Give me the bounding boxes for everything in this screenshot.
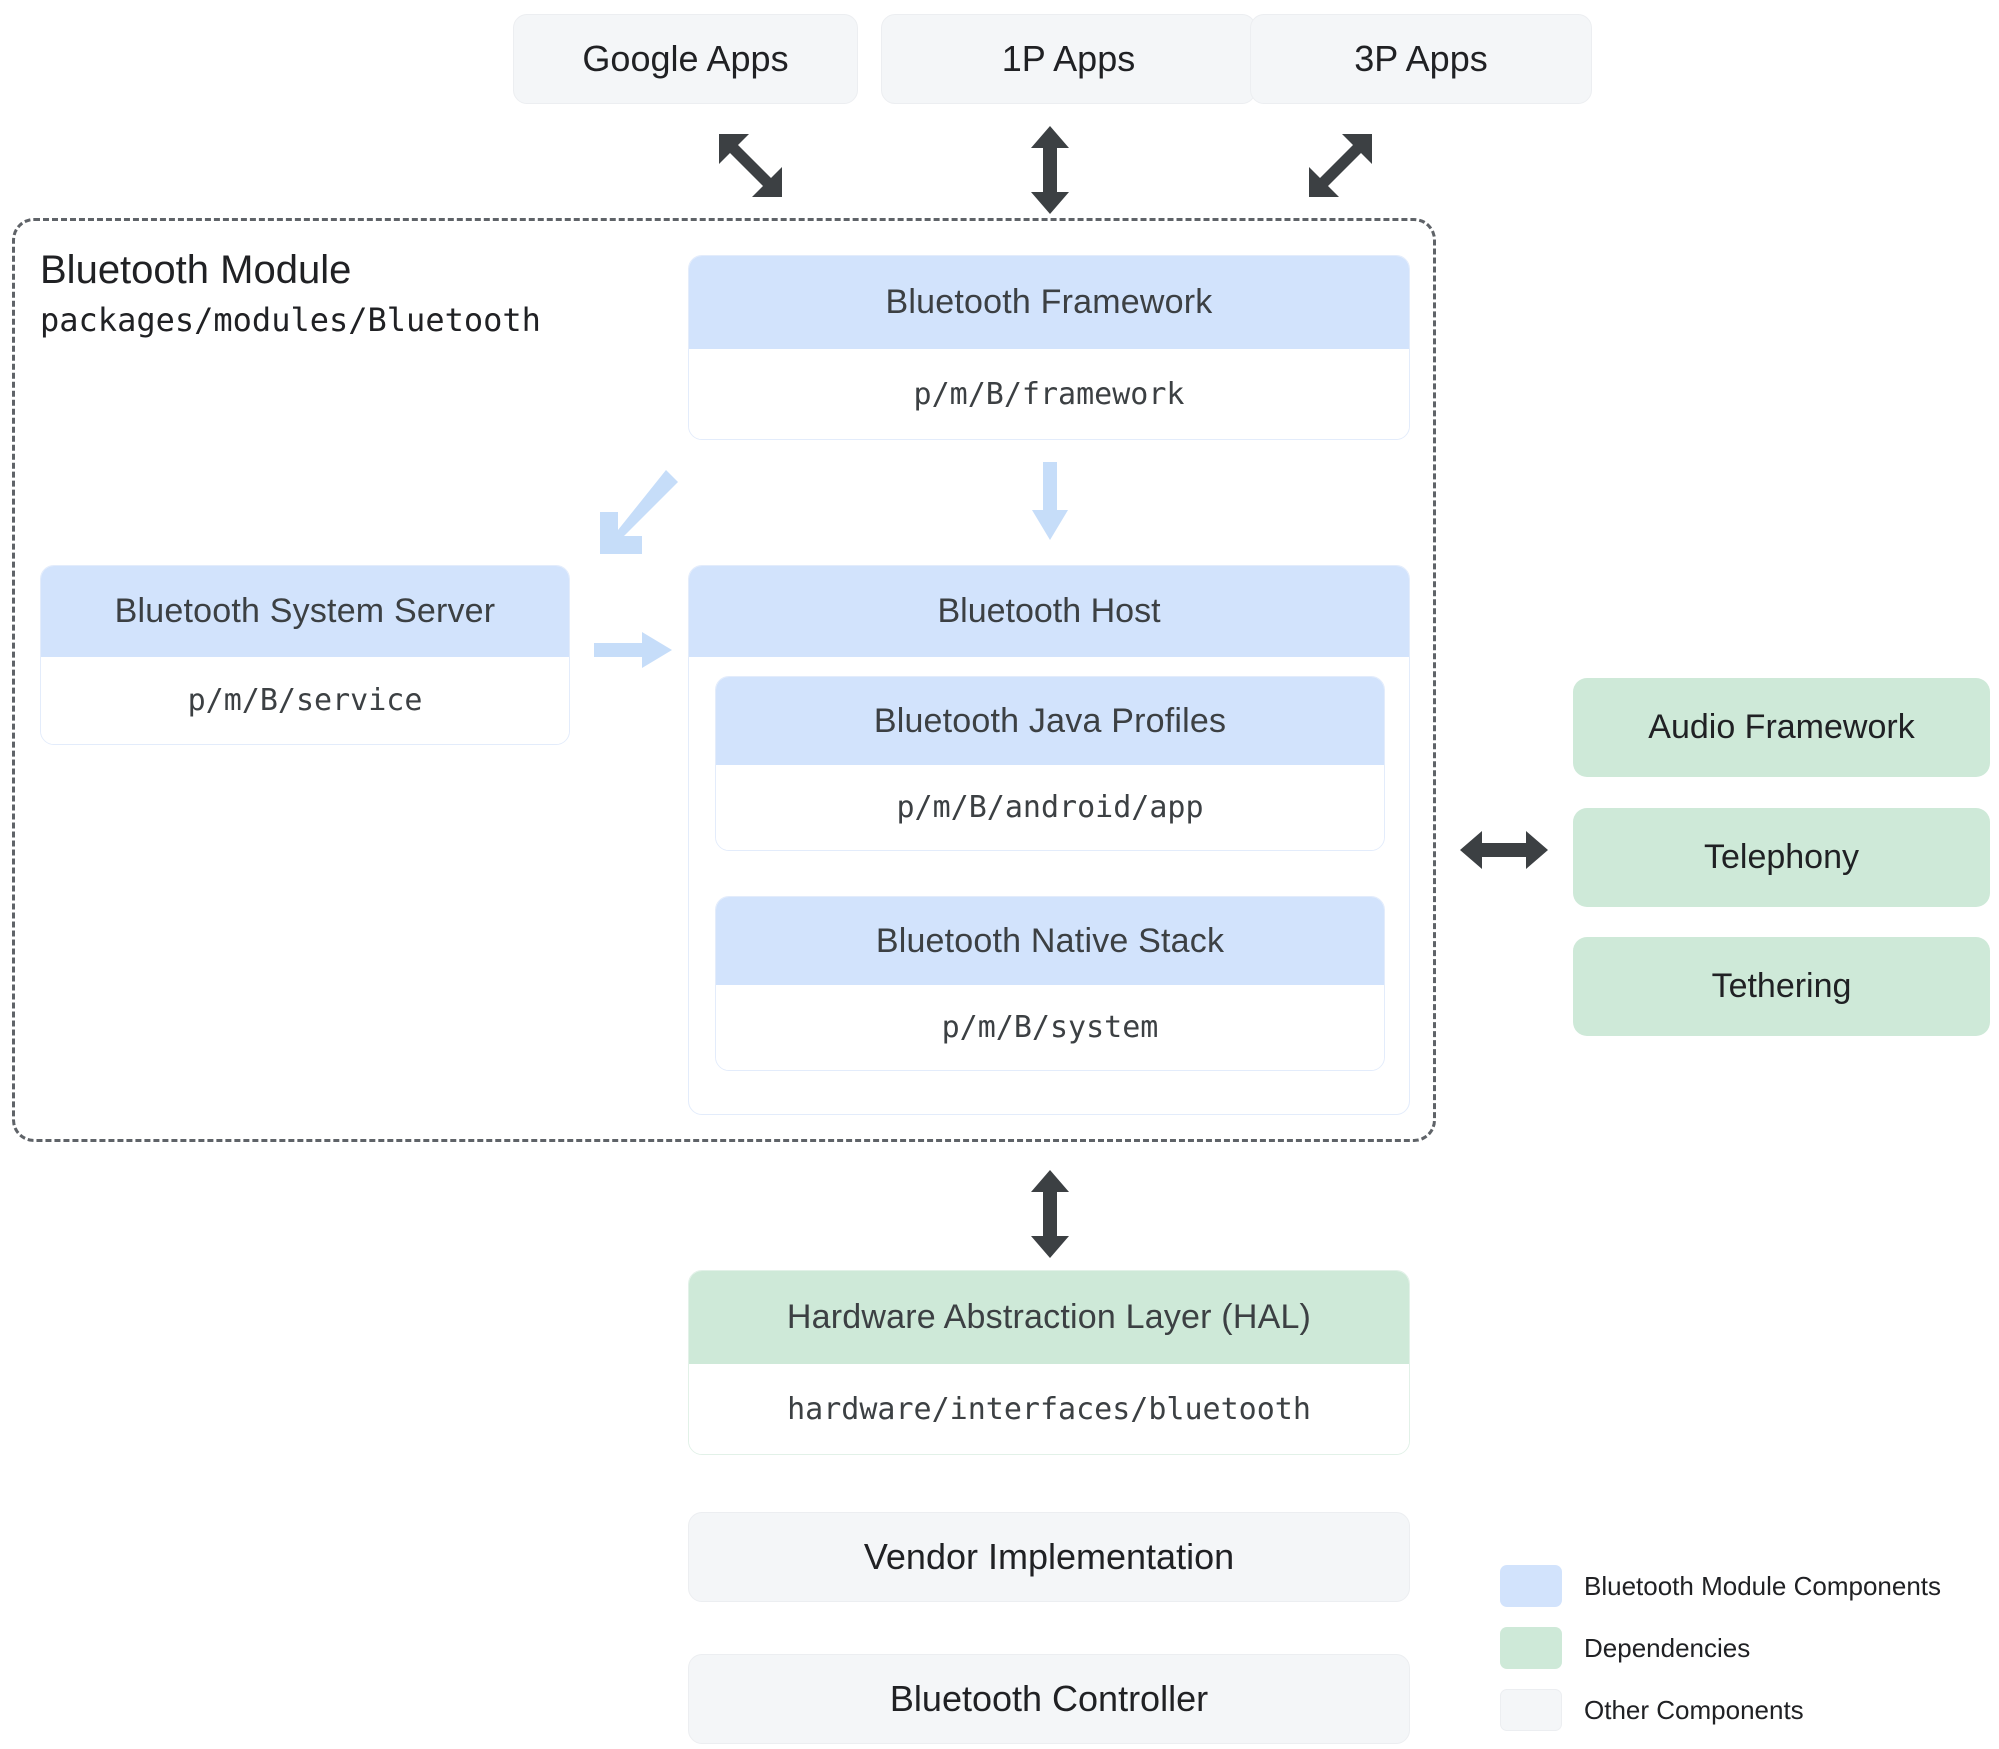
- legend: Bluetooth Module Components Dependencies…: [1500, 1565, 1941, 1731]
- app-box-3p-apps[interactable]: 3P Apps: [1250, 14, 1592, 104]
- module-title: Bluetooth Module: [40, 248, 352, 292]
- hal-title: Hardware Abstraction Layer (HAL): [689, 1271, 1409, 1364]
- app-box-1p-apps[interactable]: 1P Apps: [881, 14, 1256, 104]
- framework-to-system-server-arrow-icon: [600, 470, 678, 554]
- legend-swatch-blue: [1500, 1565, 1562, 1607]
- hal-path: hardware/interfaces/bluetooth: [689, 1364, 1409, 1454]
- dependency-box-audio-framework[interactable]: Audio Framework: [1573, 678, 1990, 777]
- dependency-label: Tethering: [1711, 967, 1852, 1005]
- bluetooth-java-profiles-card[interactable]: Bluetooth Java Profiles p/m/B/android/ap…: [715, 676, 1385, 851]
- bluetooth-framework-path: p/m/B/framework: [689, 349, 1409, 439]
- bluetooth-module-container: [12, 218, 1436, 1142]
- framework-to-host-arrow-icon: [1032, 462, 1068, 540]
- vendor-implementation-box[interactable]: Vendor Implementation: [688, 1512, 1410, 1602]
- bottom-box-label: Vendor Implementation: [863, 1536, 1235, 1577]
- bluetooth-host-title: Bluetooth Host: [689, 566, 1409, 657]
- module-title-group: Bluetooth Module packages/modules/Blueto…: [40, 248, 541, 339]
- bluetooth-framework-card[interactable]: Bluetooth Framework p/m/B/framework: [688, 255, 1410, 440]
- legend-swatch-green: [1500, 1627, 1562, 1669]
- google-apps-arrow-icon: [719, 134, 782, 197]
- bluetooth-java-profiles-path: p/m/B/android/app: [716, 765, 1384, 850]
- legend-swatch-grey: [1500, 1689, 1562, 1731]
- 3p-apps-arrow-icon: [1309, 134, 1372, 197]
- bluetooth-framework-title: Bluetooth Framework: [689, 256, 1409, 349]
- hal-card[interactable]: Hardware Abstraction Layer (HAL) hardwar…: [688, 1270, 1410, 1455]
- host-to-dependencies-arrow-icon: [1460, 831, 1548, 869]
- app-box-google-apps[interactable]: Google Apps: [513, 14, 858, 104]
- bottom-box-label: Bluetooth Controller: [889, 1678, 1209, 1719]
- 1p-apps-arrow-icon: [1031, 126, 1069, 214]
- bluetooth-native-stack-title: Bluetooth Native Stack: [716, 897, 1384, 985]
- bluetooth-native-stack-path: p/m/B/system: [716, 985, 1384, 1070]
- system-server-to-host-arrow-icon: [594, 632, 672, 668]
- bluetooth-java-profiles-title: Bluetooth Java Profiles: [716, 677, 1384, 765]
- legend-item-module-components: Bluetooth Module Components: [1500, 1565, 1941, 1607]
- legend-item-dependencies: Dependencies: [1500, 1627, 1941, 1669]
- bluetooth-system-server-card[interactable]: Bluetooth System Server p/m/B/service: [40, 565, 570, 745]
- bluetooth-native-stack-card[interactable]: Bluetooth Native Stack p/m/B/system: [715, 896, 1385, 1071]
- dependency-box-telephony[interactable]: Telephony: [1573, 808, 1990, 907]
- module-to-hal-arrow-icon: [1031, 1170, 1069, 1258]
- legend-label: Other Components: [1584, 1694, 1804, 1725]
- app-box-label: Google Apps: [582, 38, 789, 79]
- dependency-label: Audio Framework: [1648, 708, 1915, 746]
- bluetooth-host-card[interactable]: Bluetooth Host Bluetooth Java Profiles p…: [688, 565, 1410, 1115]
- app-box-label: 3P Apps: [1354, 38, 1488, 79]
- app-box-label: 1P Apps: [1001, 38, 1136, 79]
- legend-label: Bluetooth Module Components: [1584, 1570, 1942, 1601]
- bluetooth-system-server-title: Bluetooth System Server: [41, 566, 569, 657]
- module-path: packages/modules/Bluetooth: [40, 301, 541, 339]
- bluetooth-system-server-path: p/m/B/service: [41, 657, 569, 744]
- dependency-label: Telephony: [1703, 838, 1859, 876]
- legend-label: Dependencies: [1584, 1632, 1751, 1663]
- legend-item-other-components: Other Components: [1500, 1689, 1941, 1731]
- dependency-box-tethering[interactable]: Tethering: [1573, 937, 1990, 1036]
- bluetooth-controller-box[interactable]: Bluetooth Controller: [688, 1654, 1410, 1744]
